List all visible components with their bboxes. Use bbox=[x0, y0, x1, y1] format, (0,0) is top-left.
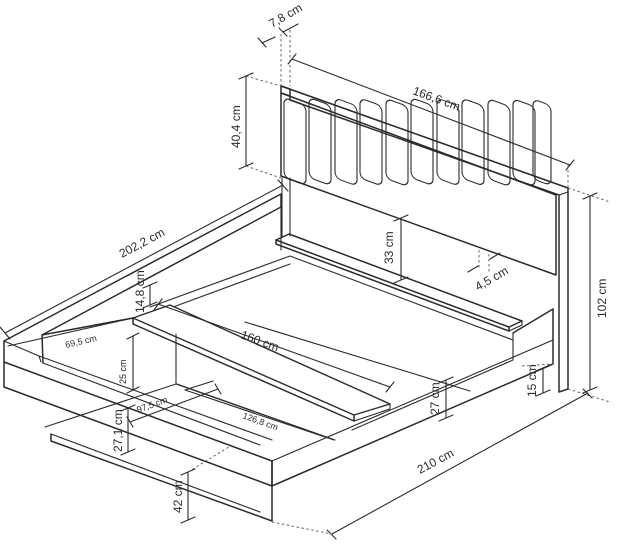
label-panel-gap: 33 cm bbox=[382, 231, 396, 264]
label-slat-spacing: 4,5 cm bbox=[473, 263, 511, 293]
label-leg-height: 15 cm bbox=[525, 364, 539, 397]
label-panel-height: 40,4 cm bbox=[229, 105, 243, 148]
label-side-rail-width: 69,5 cm bbox=[64, 333, 97, 350]
headboard-shelf bbox=[275, 233, 523, 332]
label-rail-height: 27 cm bbox=[428, 382, 442, 415]
bed-frame bbox=[3, 193, 554, 522]
dimension-labels: 7,8 cm 166,6 cm 40,4 cm 202,2 cm 33 cm 4… bbox=[64, 0, 609, 513]
label-cross-beam-height: 14,8 cm bbox=[133, 270, 147, 313]
panel-channels bbox=[283, 98, 552, 186]
label-floor-clearance: 42 cm bbox=[171, 480, 185, 513]
label-headboard-thickness: 7,8 cm bbox=[267, 0, 305, 30]
upholstered-panels bbox=[280, 92, 557, 276]
label-overall-length: 210 cm bbox=[415, 446, 456, 477]
label-frame-height: 27,1 cm bbox=[111, 409, 125, 452]
label-inner-depth: 25 cm bbox=[118, 359, 128, 384]
label-length-outer: 202,2 cm bbox=[117, 225, 167, 261]
label-total-height: 102 cm bbox=[595, 279, 609, 318]
label-inner-length: 97,5 cm bbox=[135, 395, 169, 415]
dimension-lines bbox=[0, 23, 611, 540]
